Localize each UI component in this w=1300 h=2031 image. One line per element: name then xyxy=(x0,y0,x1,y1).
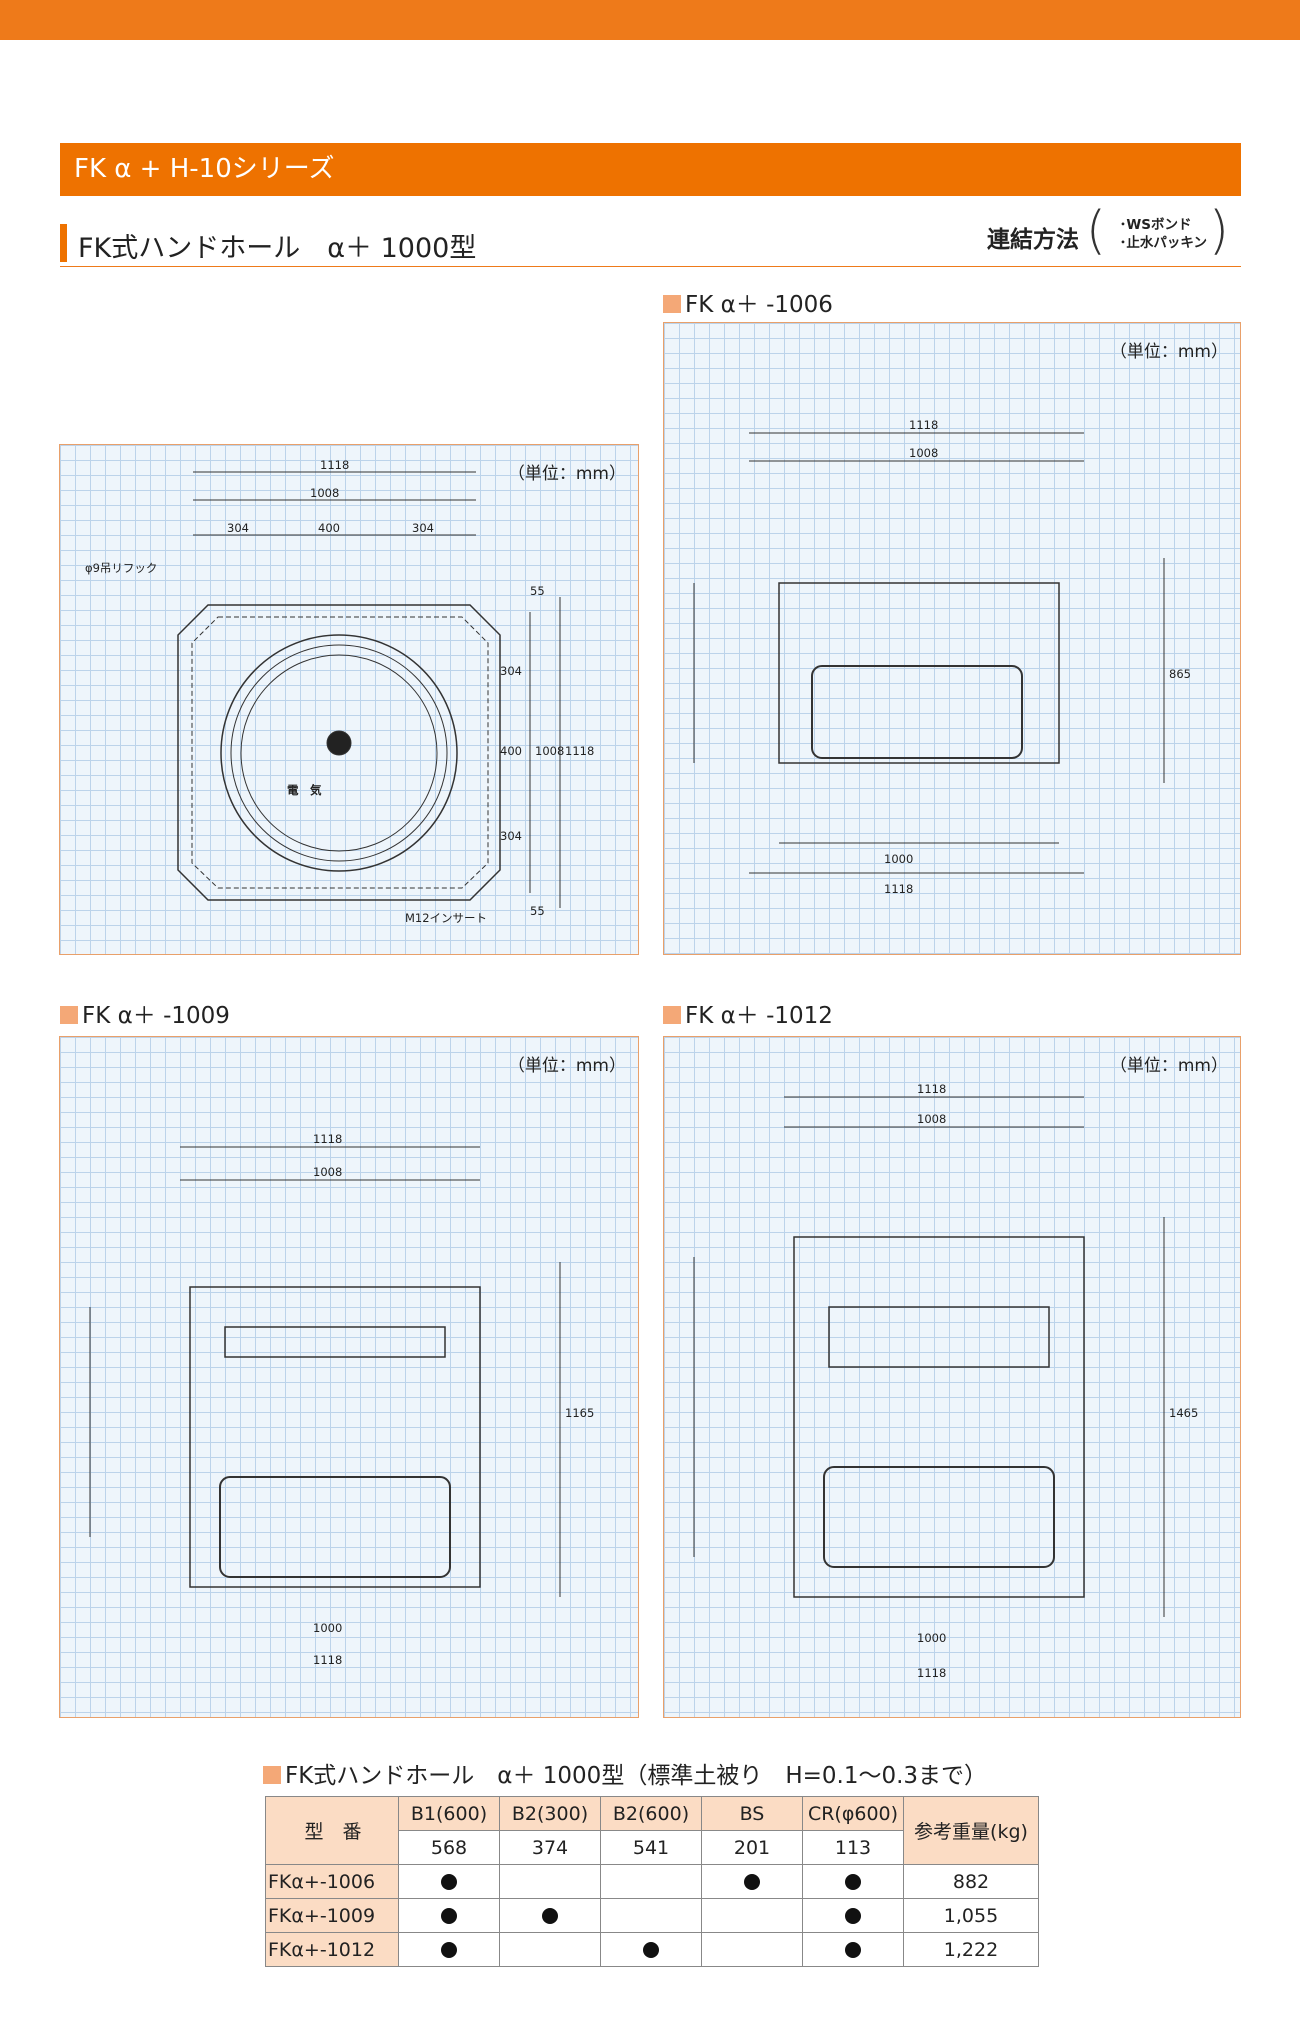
svg-text:400: 400 xyxy=(500,744,522,758)
svg-text:1008: 1008 xyxy=(535,744,564,758)
connection-items: ･WSボンド ･止水パッキン xyxy=(1119,217,1207,251)
connection-label: 連結方法 xyxy=(987,227,1079,253)
product-title-row: FK式ハンドホール α＋ 1000型 連結方法 ( ･WSボンド ･止水パッキン… xyxy=(60,201,1241,267)
table-row: FKα+-1012 1,222 xyxy=(265,1932,1039,1967)
drawing-1006: （単位：mm） 1118 1008 1000 1118 865 xyxy=(663,322,1241,955)
weight-header: 参考重量(kg) xyxy=(903,1796,1039,1865)
included-dot-icon xyxy=(441,1942,457,1958)
svg-text:1165: 1165 xyxy=(565,1406,594,1420)
series-banner: FK α + H-10シリーズ xyxy=(60,143,1241,196)
svg-text:1118: 1118 xyxy=(917,1666,946,1680)
section-svg-1006: 1118 1008 1000 1118 865 xyxy=(693,418,1191,896)
svg-text:1008: 1008 xyxy=(909,446,938,460)
weight-cell: 882 xyxy=(903,1864,1039,1899)
svg-text:φ9吊リフック: φ9吊リフック xyxy=(85,561,157,575)
section-label-1006: FK α＋ -1006 xyxy=(663,285,833,319)
svg-text:1118: 1118 xyxy=(884,882,913,896)
svg-text:865: 865 xyxy=(1169,667,1191,681)
table-row: FKα+-1009 1,055 xyxy=(265,1898,1039,1933)
svg-text:1000: 1000 xyxy=(884,852,913,866)
svg-text:304: 304 xyxy=(500,829,522,843)
model-header: 型 番 xyxy=(265,1796,399,1865)
svg-text:304: 304 xyxy=(227,521,249,535)
weight-cell: 1,222 xyxy=(903,1932,1039,1967)
spec-table: 型 番 B1(600) B2(300) B2(600) BS CR(φ600) … xyxy=(265,1796,1039,1967)
svg-text:304: 304 xyxy=(412,521,434,535)
section-svg-1012: 1118 1008 1000 1118 1465 xyxy=(693,1082,1198,1680)
connection-method: 連結方法 ( ･WSボンド ･止水パッキン ) xyxy=(987,201,1229,261)
included-dot-icon xyxy=(845,1942,861,1958)
svg-text:1008: 1008 xyxy=(310,486,339,500)
svg-text:55: 55 xyxy=(530,904,545,918)
svg-text:1118: 1118 xyxy=(313,1132,342,1146)
svg-text:400: 400 xyxy=(318,521,340,535)
svg-text:1465: 1465 xyxy=(1169,1406,1198,1420)
svg-text:1008: 1008 xyxy=(313,1165,342,1179)
included-dot-icon xyxy=(441,1874,457,1890)
included-dot-icon xyxy=(643,1942,659,1958)
svg-text:1118: 1118 xyxy=(313,1653,342,1667)
table-row: FKα+-1006 882 xyxy=(265,1864,1039,1899)
weight-cell: 1,055 xyxy=(903,1898,1039,1933)
svg-text:1008: 1008 xyxy=(917,1112,946,1126)
drawing-1009: （単位：mm） 1118 1008 1000 1118 1165 xyxy=(59,1036,639,1718)
svg-text:1118: 1118 xyxy=(909,418,938,432)
included-dot-icon xyxy=(845,1908,861,1924)
included-dot-icon xyxy=(542,1908,558,1924)
included-dot-icon xyxy=(744,1874,760,1890)
svg-text:電 気: 電 気 xyxy=(287,783,322,797)
model-cell: FKα+-1009 xyxy=(265,1898,399,1933)
section-svg-1009: 1118 1008 1000 1118 1165 xyxy=(89,1132,594,1667)
drawing-1012: （単位：mm） 1118 1008 1000 1118 1465 xyxy=(663,1036,1241,1718)
svg-text:1118: 1118 xyxy=(565,744,594,758)
section-label-1009: FK α＋ -1009 xyxy=(60,996,230,1030)
section-label-1012: FK α＋ -1012 xyxy=(663,996,833,1030)
svg-text:1000: 1000 xyxy=(313,1621,342,1635)
title-marker xyxy=(60,224,67,262)
svg-text:1118: 1118 xyxy=(917,1082,946,1096)
spec-table-title: FK式ハンドホール α＋ 1000型（標準土被り H=0.1～0.3まで） xyxy=(263,1756,987,1790)
top-accent-bar xyxy=(0,0,1300,40)
svg-text:55: 55 xyxy=(530,584,545,598)
model-cell: FKα+-1006 xyxy=(265,1864,399,1899)
included-dot-icon xyxy=(441,1908,457,1924)
svg-text:304: 304 xyxy=(500,664,522,678)
svg-text:M12インサート: M12インサート xyxy=(405,911,487,925)
included-dot-icon xyxy=(845,1874,861,1890)
product-title: FK式ハンドホール α＋ 1000型 xyxy=(78,233,477,264)
model-cell: FKα+-1012 xyxy=(265,1932,399,1967)
svg-text:1118: 1118 xyxy=(320,458,349,472)
svg-text:1000: 1000 xyxy=(917,1631,946,1645)
